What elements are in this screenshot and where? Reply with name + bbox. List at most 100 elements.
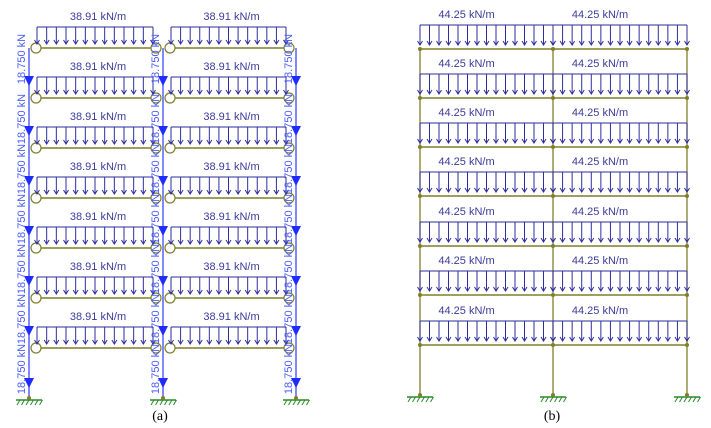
arrow-head-icon (684, 138, 690, 144)
arrow-head-icon (101, 89, 108, 95)
arrow-head-icon (502, 286, 509, 292)
arrow-head-icon (187, 139, 194, 145)
arrow-head-icon (196, 39, 203, 45)
hinge-icon (30, 42, 42, 54)
column-load-label: 18.750 kN (16, 344, 28, 394)
arrow-head-icon (196, 339, 203, 345)
arrow-head-icon (445, 237, 452, 243)
arrow-head-icon (521, 138, 528, 144)
arrow-head-icon (607, 336, 614, 342)
distributed-load (550, 24, 690, 46)
arrow-head-icon (550, 237, 556, 243)
arrow-head-icon (578, 286, 585, 292)
column-load-arrow-icon (158, 276, 168, 286)
distributed-load (417, 24, 556, 46)
arrow-head-icon (206, 189, 213, 195)
arrow-head-icon (417, 138, 423, 144)
arrow-head-icon (283, 289, 289, 295)
column-load-label: 18.750 kN (283, 294, 295, 344)
arrow-head-icon (645, 187, 652, 193)
column-load-arrow-icon (24, 176, 34, 186)
distributed-load (550, 320, 690, 342)
joint-node (418, 47, 422, 51)
hinge-icon (283, 292, 295, 304)
column-load-label: 18.750 kN (16, 294, 28, 344)
support-node (294, 396, 298, 400)
arrow-head-icon (588, 40, 595, 46)
distributed-load (417, 171, 556, 193)
distributed-load (550, 73, 690, 95)
arrow-head-icon (263, 139, 270, 145)
column-load-label: 18.750 kN (150, 344, 162, 394)
arrow-head-icon (493, 237, 499, 243)
support-hatch (563, 396, 567, 403)
beam-load-label: 38.91 kN/m (203, 111, 259, 123)
arrow-head-icon (168, 189, 174, 195)
arrow-head-icon (130, 189, 137, 195)
arrow-head-icon (254, 189, 261, 195)
fixed-support-icon (407, 393, 434, 403)
joint-node (551, 145, 555, 149)
arrow-head-icon (283, 239, 289, 245)
arrow-head-icon (53, 189, 60, 195)
distributed-load (168, 76, 289, 95)
arrow-head-icon (130, 339, 137, 345)
beam-load-label: 44.25 kN/m (438, 206, 494, 218)
arrow-head-icon (263, 189, 270, 195)
joint-node (685, 293, 689, 297)
arrow-head-icon (607, 187, 614, 193)
arrow-head-icon (82, 89, 89, 95)
column-load-label: 18.750 kN (16, 94, 28, 144)
arrow-head-icon (206, 239, 213, 245)
support-hatch (16, 399, 21, 406)
arrow-head-icon (215, 189, 222, 195)
arrow-head-icon (273, 89, 280, 95)
arrow-head-icon (464, 89, 471, 95)
arrow-head-icon (569, 138, 576, 144)
arrow-head-icon (187, 39, 194, 45)
arrow-head-icon (43, 339, 50, 345)
arrow-head-icon (244, 339, 251, 345)
hinge-icon (283, 342, 295, 354)
arrow-head-icon (540, 89, 547, 95)
arrow-head-icon (493, 89, 499, 95)
support-hatch (683, 396, 688, 403)
arrow-head-icon (531, 89, 537, 95)
joint-node (685, 194, 689, 198)
arrow-head-icon (92, 339, 98, 345)
arrow-head-icon (617, 336, 623, 342)
arrow-head-icon (531, 187, 537, 193)
column-load-arrow-icon (158, 378, 168, 388)
arrow-head-icon (597, 89, 604, 95)
arrow-head-icon (531, 286, 537, 292)
arrow-head-icon (254, 139, 261, 145)
arrow-head-icon (273, 239, 280, 245)
arrow-head-icon (512, 40, 518, 46)
beam-load-label: 44.25 kN/m (438, 305, 494, 317)
arrow-head-icon (550, 286, 556, 292)
arrow-head-icon (34, 189, 40, 195)
arrow-head-icon (483, 187, 490, 193)
support-hatch (421, 396, 425, 403)
arrow-head-icon (540, 187, 547, 193)
support-hatch (21, 399, 25, 406)
arrow-head-icon (34, 139, 40, 145)
arrow-head-icon (177, 339, 184, 345)
arrow-head-icon (493, 336, 499, 342)
arrow-head-icon (235, 239, 242, 245)
arrow-head-icon (550, 138, 556, 144)
arrow-head-icon (150, 189, 156, 195)
arrow-head-icon (53, 239, 60, 245)
arrow-head-icon (626, 40, 633, 46)
arrow-head-icon (426, 286, 433, 292)
arrow-head-icon (53, 289, 60, 295)
arrow-head-icon (464, 40, 471, 46)
arrow-head-icon (168, 139, 174, 145)
arrow-head-icon (664, 89, 671, 95)
arrow-head-icon (63, 339, 69, 345)
support-hatch (540, 396, 545, 403)
support-hatch (688, 396, 692, 403)
arrow-head-icon (483, 138, 490, 144)
arrow-head-icon (417, 187, 423, 193)
column-load-arrow-icon (158, 226, 168, 236)
